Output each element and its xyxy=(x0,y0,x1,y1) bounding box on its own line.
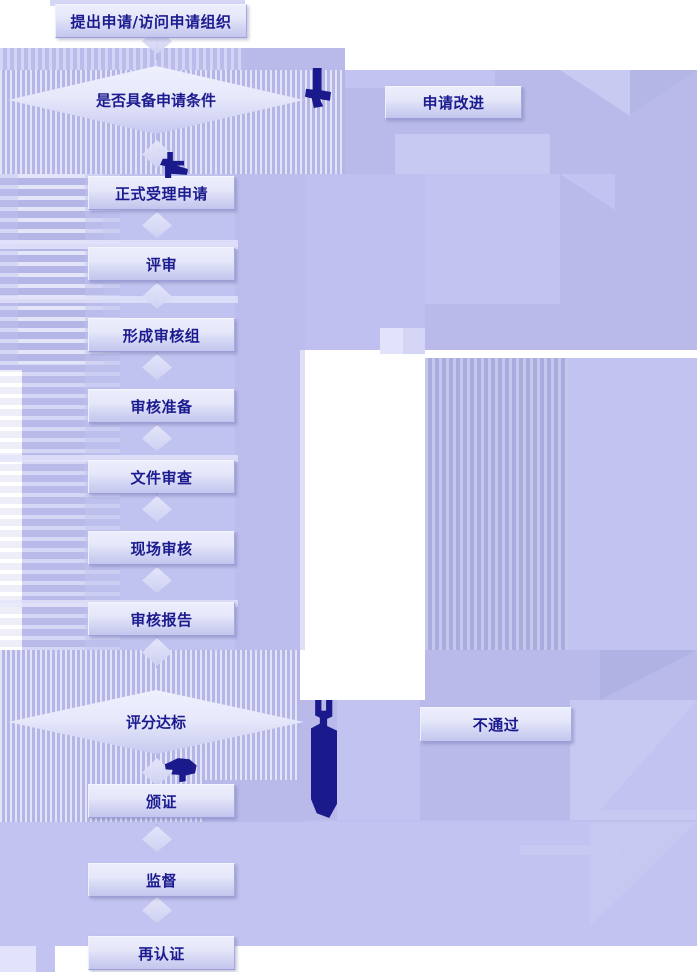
background-plate xyxy=(300,350,697,358)
background-plate xyxy=(235,174,305,694)
background-plate xyxy=(0,946,36,972)
background-plate xyxy=(560,70,630,116)
background-plate xyxy=(520,845,620,855)
node-onsite-audit[interactable]: 现场审核 xyxy=(88,531,235,565)
background-plate xyxy=(425,174,560,304)
node-recertification[interactable]: 再认证 xyxy=(88,936,235,970)
background-plate xyxy=(0,240,238,249)
background-plate xyxy=(0,455,238,462)
background-plate xyxy=(600,700,697,810)
background-plate xyxy=(568,358,697,650)
background-plate xyxy=(560,174,615,210)
background-plate xyxy=(337,700,420,820)
node-not-passed[interactable]: 不通过 xyxy=(420,707,572,742)
diamond-shape xyxy=(8,690,304,754)
node-decision-score-pass[interactable]: 评分达标 xyxy=(8,690,304,754)
node-submit-application[interactable]: 提出申请/访问申请组织 xyxy=(55,4,247,38)
node-form-audit-team[interactable]: 形成审核组 xyxy=(88,318,235,352)
background-plate xyxy=(630,70,697,114)
node-audit-report[interactable]: 审核报告 xyxy=(88,602,235,636)
background-plate xyxy=(425,358,568,650)
background-plate xyxy=(345,70,495,88)
background-plate xyxy=(36,946,55,972)
background-plate xyxy=(395,134,550,174)
node-review[interactable]: 评审 xyxy=(88,247,235,281)
background-plate xyxy=(300,350,425,650)
background-plate xyxy=(0,134,400,174)
background-plate xyxy=(403,328,425,354)
background-plate xyxy=(0,370,22,695)
node-decision-eligibility[interactable]: 是否具备申请条件 xyxy=(8,66,304,134)
background-plate xyxy=(300,650,425,700)
node-document-review[interactable]: 文件审查 xyxy=(88,460,235,494)
background-plate xyxy=(600,650,697,700)
background-plate xyxy=(590,822,697,926)
node-request-improvement[interactable]: 申请改进 xyxy=(385,86,522,119)
background-plate xyxy=(0,296,238,303)
background-plate xyxy=(345,48,697,70)
node-supervision[interactable]: 监督 xyxy=(88,863,235,897)
node-issue-certificate[interactable]: 颁证 xyxy=(88,784,235,818)
background-plate xyxy=(245,48,345,70)
node-audit-preparation[interactable]: 审核准备 xyxy=(88,389,235,423)
diamond-shape xyxy=(8,66,304,134)
background-plate xyxy=(50,0,245,6)
node-formal-acceptance[interactable]: 正式受理申请 xyxy=(88,176,235,210)
